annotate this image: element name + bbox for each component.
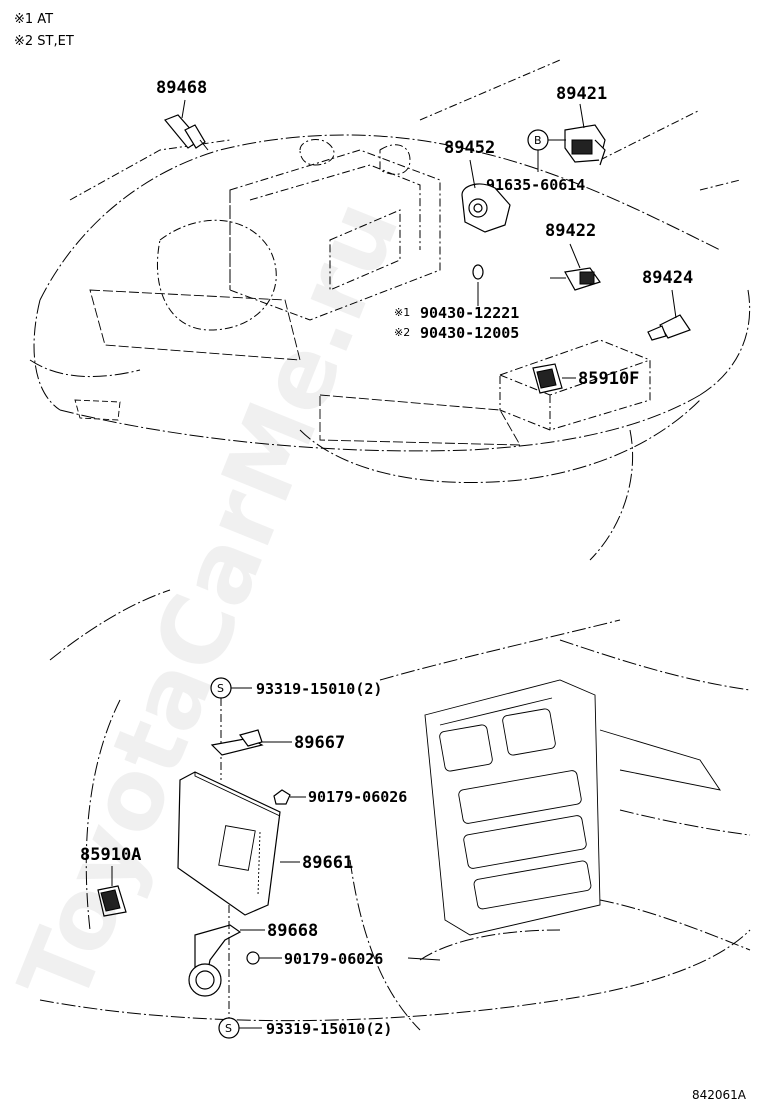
- b-circle-icon: B: [527, 129, 549, 151]
- throttle-sensor-89452-icon: [461, 183, 511, 233]
- svg-text:S: S: [217, 682, 224, 695]
- dashboard-outline: [39, 589, 751, 1031]
- label-90430-12221: 90430-12221: [420, 304, 519, 322]
- svg-text:S: S: [225, 1022, 232, 1035]
- sensor-89421-icon: [564, 124, 606, 166]
- label-89667: 89667: [294, 733, 345, 753]
- svg-text:B: B: [534, 134, 542, 147]
- bracket-89668-icon: [188, 924, 242, 997]
- label-85910a: 85910A: [80, 845, 141, 865]
- label-90179-06026-top: 90179-06026: [308, 788, 407, 806]
- gasket-icon: [472, 264, 484, 280]
- note-at: ※1 AT: [14, 12, 54, 27]
- label-85910f: 85910F: [578, 369, 639, 389]
- label-89421: 89421: [556, 84, 607, 104]
- label-89424: 89424: [642, 268, 693, 288]
- ecu-89661-icon: [177, 771, 281, 916]
- relay-85910f-icon: [532, 363, 563, 394]
- mark-note-2: ※2: [394, 326, 410, 339]
- watermark: ToyotaCarMe.ru: [0, 186, 421, 1019]
- temp-sensor-89422-icon: [550, 267, 601, 291]
- s-circle-bottom-icon: S: [218, 1017, 240, 1039]
- label-90430-12005: 90430-12005: [420, 324, 519, 342]
- sensor-89468-icon: [164, 114, 209, 151]
- label-93319-15010-bottom: 93319-15010(2): [266, 1020, 392, 1038]
- sensor-89424-icon: [647, 314, 691, 341]
- label-89422: 89422: [545, 221, 596, 241]
- relay-85910a-icon: [97, 885, 127, 917]
- label-90179-06026-bottom: 90179-06026: [284, 950, 383, 968]
- note-st-et: ※2 ST,ET: [14, 34, 74, 49]
- nut-top-icon: [273, 789, 291, 805]
- label-91635-60614: 91635-60614: [486, 176, 585, 194]
- bracket-89667-icon: [210, 729, 264, 756]
- label-93319-15010-top: 93319-15010(2): [256, 680, 382, 698]
- label-89468: 89468: [156, 78, 207, 98]
- nut-bottom-icon: [246, 951, 260, 965]
- label-89452: 89452: [444, 138, 495, 158]
- label-89668: 89668: [267, 921, 318, 941]
- diagram-reference-number: 842061A: [691, 1088, 746, 1102]
- vehicle-front-outline: [29, 59, 751, 561]
- mark-note-1: ※1: [394, 306, 410, 319]
- label-89661: 89661: [302, 853, 353, 873]
